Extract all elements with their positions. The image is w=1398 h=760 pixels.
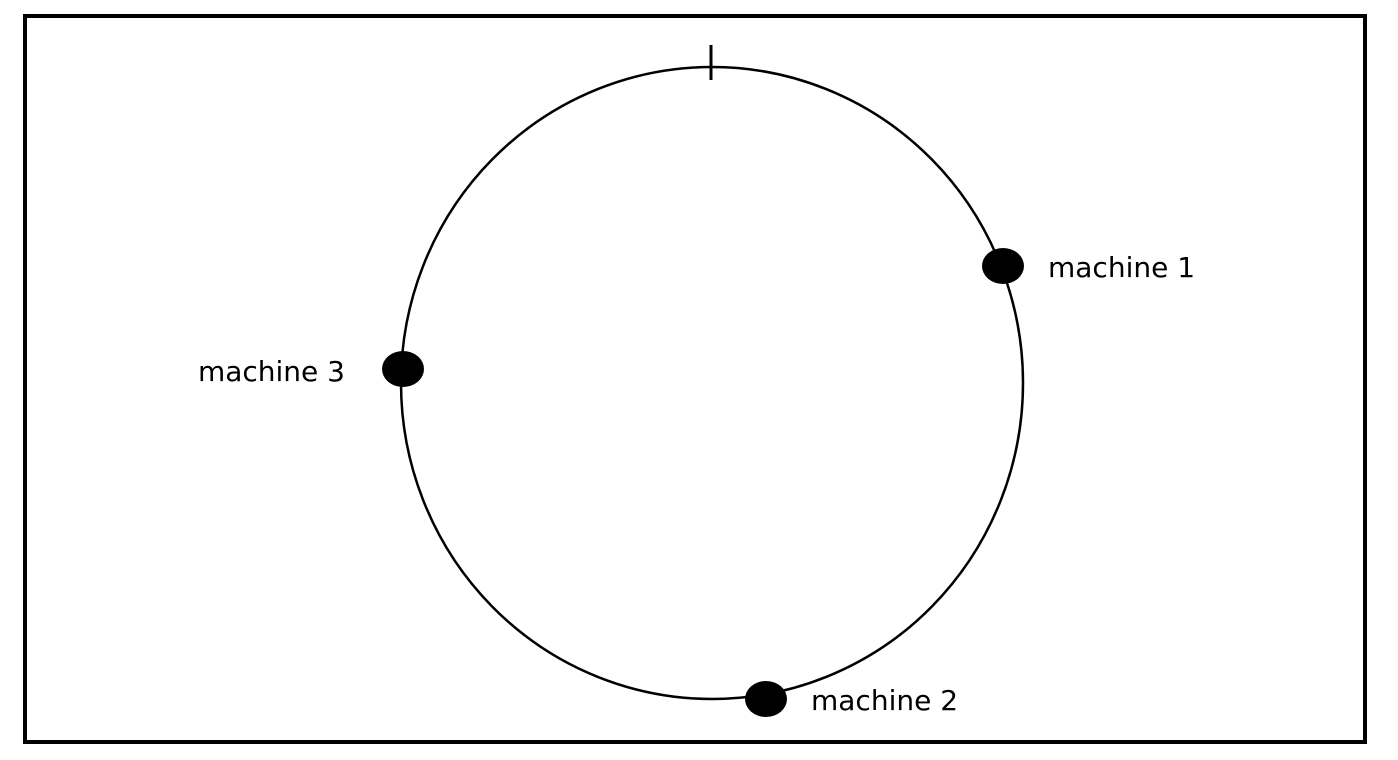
machine-1-label: machine 1 (1048, 251, 1195, 284)
ring-node-machine-2: machine 2 (745, 681, 958, 717)
machine-1-node-dot (982, 248, 1024, 284)
machine-2-node-dot (745, 681, 787, 717)
ring-node-machine-3: machine 3 (198, 351, 424, 388)
machine-3-node-dot (382, 351, 424, 387)
ring-node-machine-1: machine 1 (982, 248, 1195, 284)
hash-ring-circle (399, 65, 1025, 701)
machine-3-label: machine 3 (198, 355, 345, 388)
diagram-frame (23, 14, 1367, 744)
machine-2-label: machine 2 (811, 684, 958, 717)
